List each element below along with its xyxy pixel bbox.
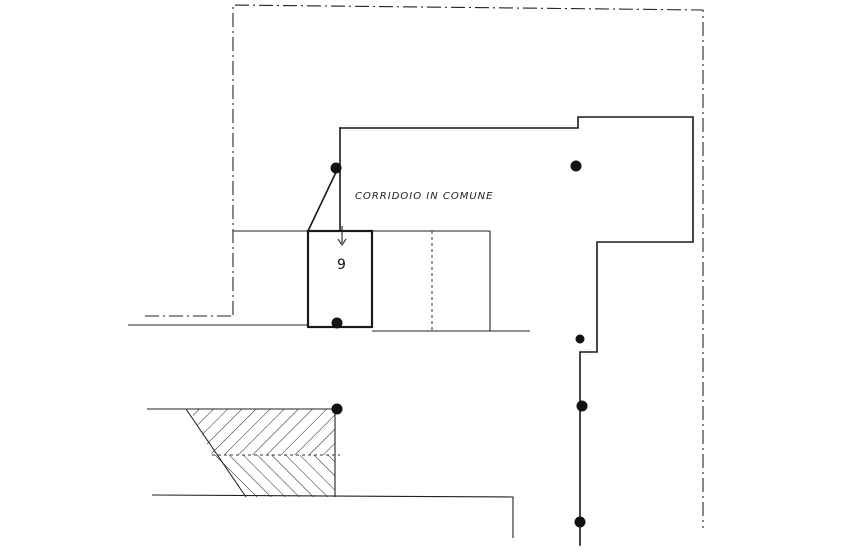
corridor-outline bbox=[339, 116, 694, 546]
post-marker bbox=[331, 403, 343, 415]
post-marker bbox=[574, 516, 586, 528]
post-marker bbox=[570, 160, 582, 172]
hatched-area bbox=[147, 408, 514, 538]
post-marker bbox=[575, 334, 585, 344]
post-marker bbox=[331, 317, 343, 329]
post-marker bbox=[576, 400, 588, 412]
corridor-label: CORRIDOIO IN COMUNE bbox=[355, 191, 493, 202]
unit-number: 9 bbox=[337, 257, 346, 273]
posts bbox=[330, 160, 588, 528]
post-marker bbox=[330, 162, 342, 174]
property-boundary bbox=[145, 4, 704, 528]
